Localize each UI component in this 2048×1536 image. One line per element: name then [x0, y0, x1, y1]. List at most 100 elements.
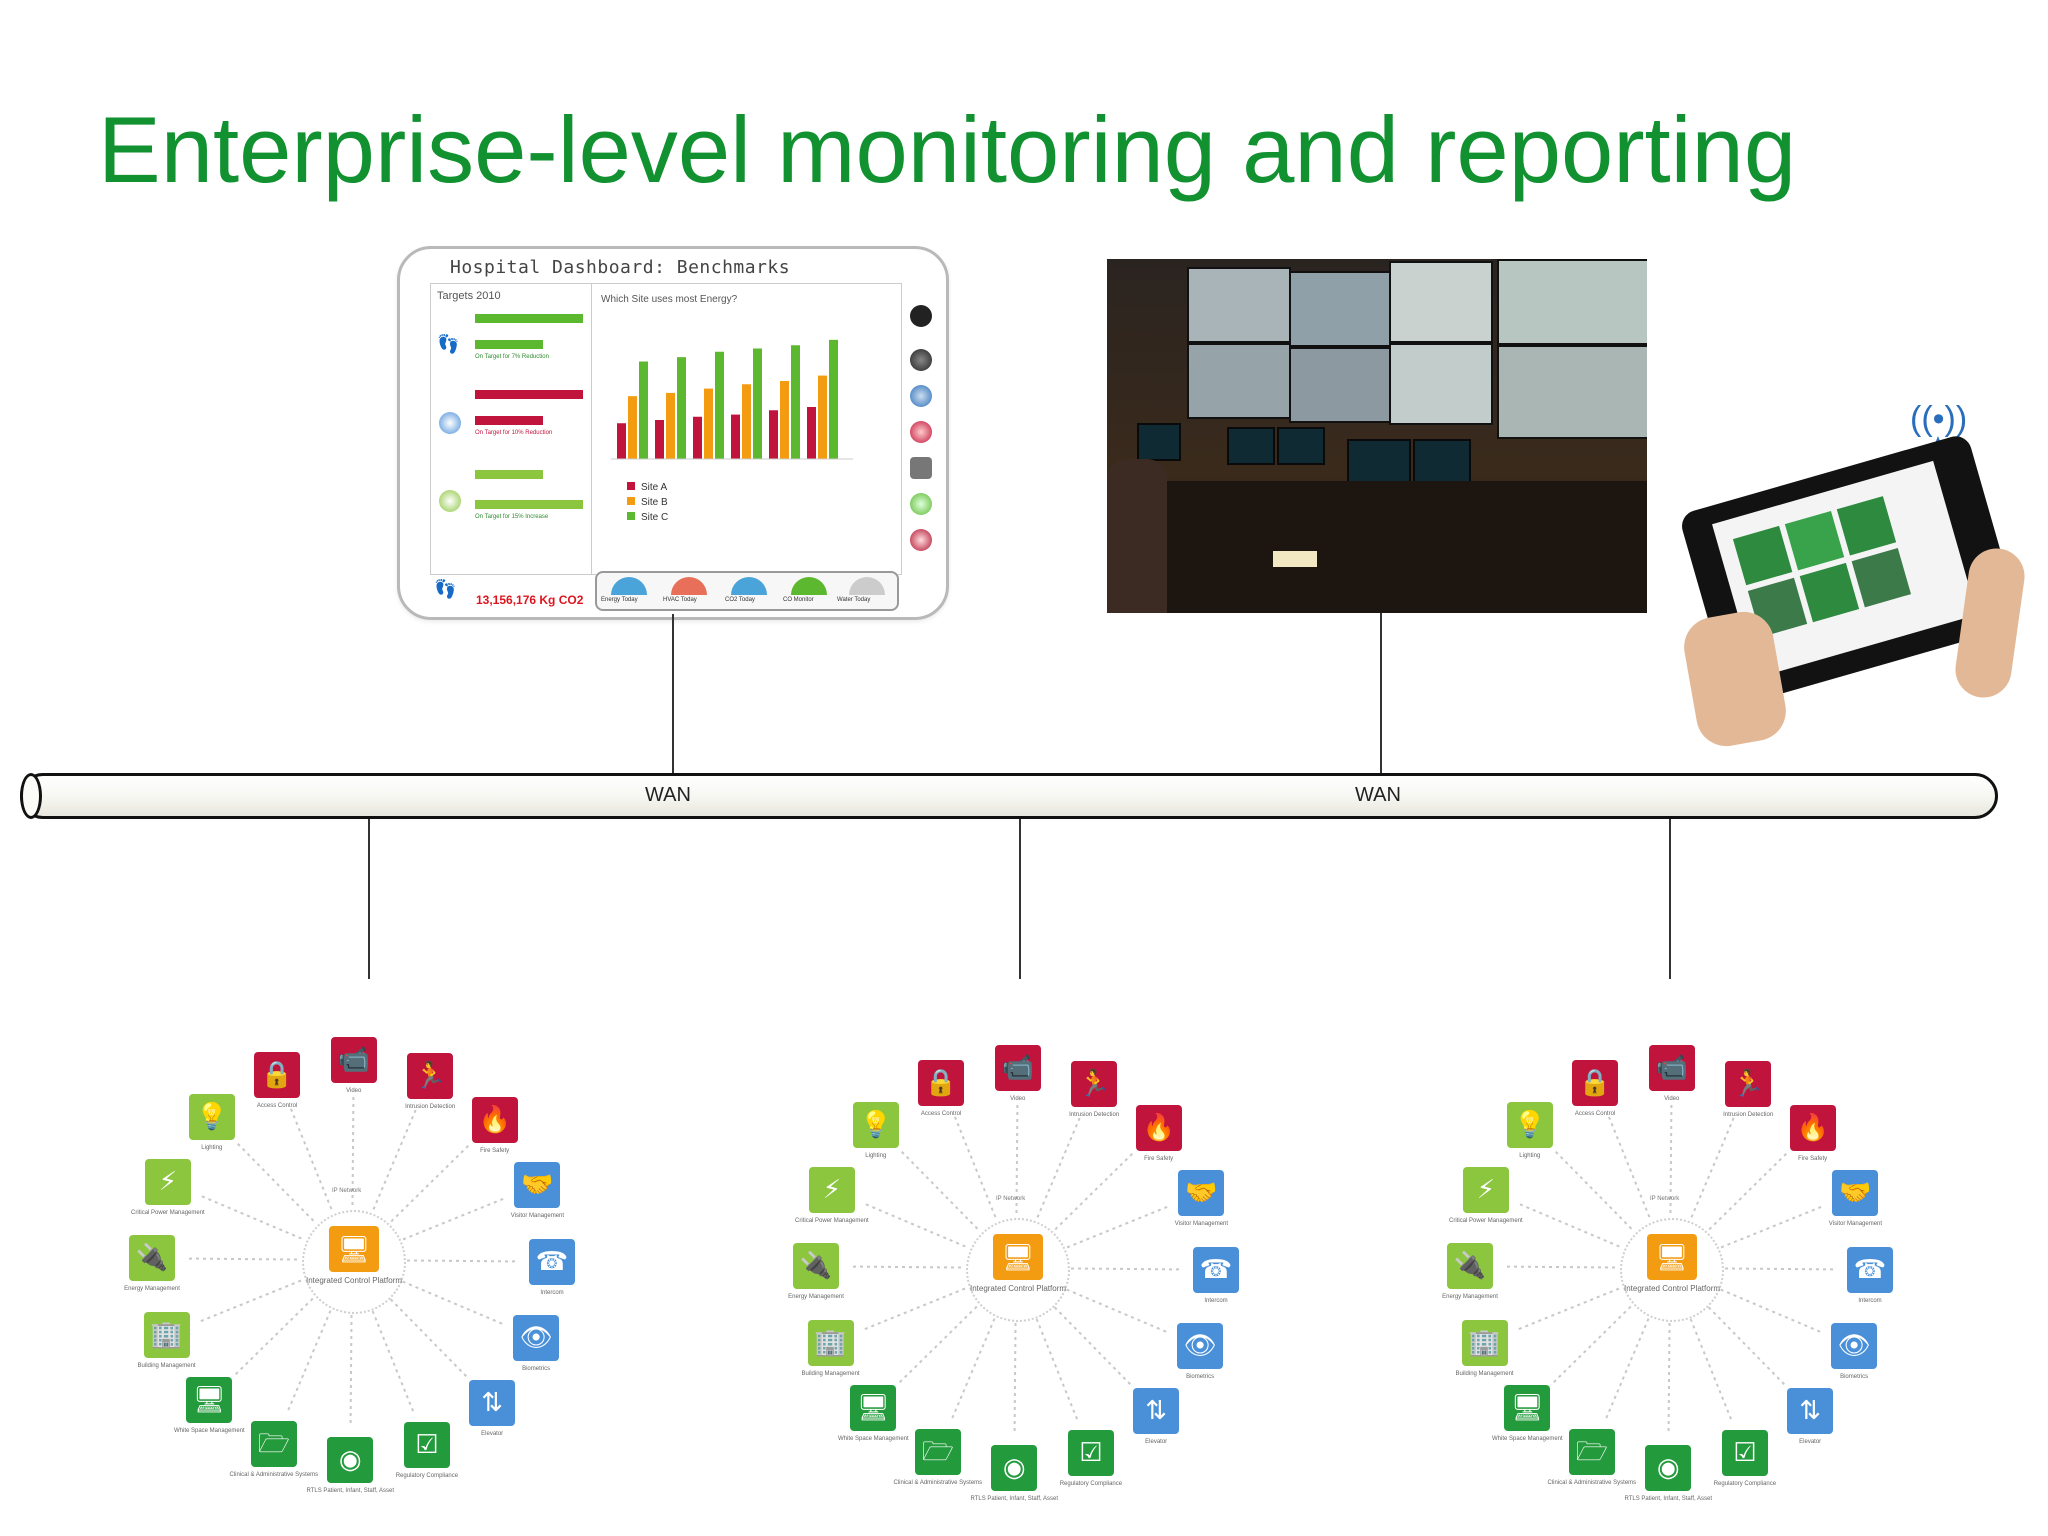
desk-monitor — [1277, 427, 1325, 465]
phone-icon: ☎ — [529, 1239, 575, 1285]
metric-bar — [475, 340, 543, 349]
node-label: Visitor Management — [492, 1212, 582, 1220]
control-platform-label: Integrated Control Platform — [968, 1284, 1068, 1294]
control-platform-label: Integrated Control Platform — [304, 1276, 404, 1286]
desk-monitor — [1413, 439, 1471, 487]
spoke-line — [1608, 1114, 1650, 1217]
control-platform-label: Integrated Control Platform — [1622, 1284, 1722, 1294]
node-label: Regulatory Compliance — [1046, 1480, 1136, 1488]
lightbulb-icon: 💡 — [1507, 1102, 1553, 1148]
flame-icon: 🔥 — [1790, 1105, 1836, 1151]
legend-swatch — [627, 512, 635, 520]
spoke-line — [898, 1307, 977, 1385]
metric-bar — [475, 470, 543, 479]
legend-site-c: Site C — [641, 512, 668, 523]
site-diagram-2: 🔒Access Control📹Video🏃Intrusion Detectio… — [776, 1018, 1256, 1518]
video-wall-screen — [1389, 343, 1493, 425]
spoke-line — [351, 1315, 352, 1426]
node-label: Access Control — [896, 1110, 986, 1118]
printer-icon — [910, 457, 932, 479]
metric-bar — [475, 500, 583, 509]
eye-icon: 👁 — [1177, 1323, 1223, 1369]
spoke-line — [1067, 1289, 1169, 1332]
spoke-line — [1725, 1268, 1836, 1269]
node-label: Visitor Management — [1810, 1220, 1900, 1228]
spoke-line — [198, 1281, 301, 1323]
node-label: Critical Power Management — [123, 1209, 213, 1217]
energy-bar-chart — [607, 324, 857, 464]
lock-icon: 🔒 — [254, 1052, 300, 1098]
spoke-line — [1055, 1307, 1133, 1386]
node-label: RTLS Patient, Infant, Staff, Asset — [1623, 1495, 1713, 1503]
chart-legend: Site A Site B Site C — [627, 480, 668, 525]
lightning-icon: ⚡ — [1463, 1167, 1509, 1213]
signal-icon: ◉ — [1645, 1445, 1691, 1491]
plug-icon: 🔌 — [129, 1235, 175, 1281]
node-label: Intrusion Detection — [1049, 1111, 1139, 1119]
bar-site-a — [655, 420, 664, 459]
signal-icon: ◉ — [327, 1437, 373, 1483]
bar-site-c — [715, 352, 724, 459]
spoke-line — [1037, 1115, 1080, 1217]
video-wall-screen — [1389, 261, 1493, 343]
bar-site-a — [693, 417, 702, 459]
node-label: Regulatory Compliance — [382, 1472, 472, 1480]
gauge-energy — [611, 577, 647, 595]
spoke-line — [862, 1289, 965, 1331]
spoke-line — [403, 1281, 505, 1324]
site-connector — [368, 819, 370, 979]
node-label: Critical Power Management — [1441, 1217, 1531, 1225]
spoke-line — [900, 1150, 978, 1229]
lock-icon: 🔒 — [918, 1060, 964, 1106]
tablet-tile — [1785, 511, 1844, 570]
node-label: Clinical & Administrative Systems — [229, 1471, 319, 1479]
node-label: Video — [973, 1095, 1063, 1103]
node-label: Energy Management — [1425, 1293, 1515, 1301]
spoke-line — [1721, 1206, 1824, 1248]
building-icon: 🏢 — [1462, 1320, 1508, 1366]
metric-note: On Target for 7% Reduction — [475, 354, 549, 360]
node-label: Energy Management — [771, 1293, 861, 1301]
spoke-line — [1691, 1319, 1733, 1422]
network-label: IP Network — [996, 1196, 1025, 1202]
bar-site-c — [791, 345, 800, 459]
bar-site-b — [628, 396, 637, 459]
control-platform-hub: 🖥Integrated Control Platform — [966, 1218, 1070, 1322]
node-label: Intrusion Detection — [1703, 1111, 1793, 1119]
control-room-connector — [1380, 613, 1382, 774]
spoke-line — [1071, 1268, 1182, 1269]
node-label: Access Control — [1550, 1110, 1640, 1118]
video-wall-screen — [1289, 271, 1391, 347]
metric-note: On Target for 10% Reduction — [475, 430, 552, 436]
elevator-icon: ⇅ — [469, 1380, 515, 1426]
recycle-icon — [439, 490, 461, 512]
spoke-line — [1037, 1319, 1079, 1422]
legend-swatch — [627, 497, 635, 505]
desk-monitor — [1347, 439, 1411, 487]
footprint-icon: 👣 — [437, 334, 459, 355]
spoke-line — [1691, 1115, 1734, 1217]
spoke-line — [373, 1107, 416, 1209]
spoke-line — [287, 1311, 330, 1413]
bar-site-b — [742, 384, 751, 459]
gauge-label: Water Today — [837, 597, 870, 603]
user-icon — [910, 305, 932, 327]
spoke-line — [373, 1311, 415, 1414]
spoke-line — [236, 1142, 314, 1221]
gauge-label: CO2 Today — [725, 597, 755, 603]
spoke-line — [403, 1198, 506, 1240]
dashboard-title: Hospital Dashboard: Benchmarks — [450, 257, 790, 278]
folder-icon: 🗁 — [915, 1429, 961, 1475]
node-label: Lighting — [167, 1144, 257, 1152]
node-label: Video — [1627, 1095, 1717, 1103]
lightning-icon: ⚡ — [809, 1167, 855, 1213]
bar-site-b — [666, 393, 675, 459]
camera-icon: 📹 — [995, 1045, 1041, 1091]
lightbulb-icon: 💡 — [853, 1102, 899, 1148]
bar-site-c — [829, 340, 838, 459]
bar-site-c — [677, 357, 686, 459]
elevator-icon: ⇅ — [1133, 1388, 1179, 1434]
spoke-line — [1554, 1150, 1632, 1229]
spoke-line — [1709, 1307, 1787, 1386]
control-room-photo — [1107, 259, 1647, 613]
